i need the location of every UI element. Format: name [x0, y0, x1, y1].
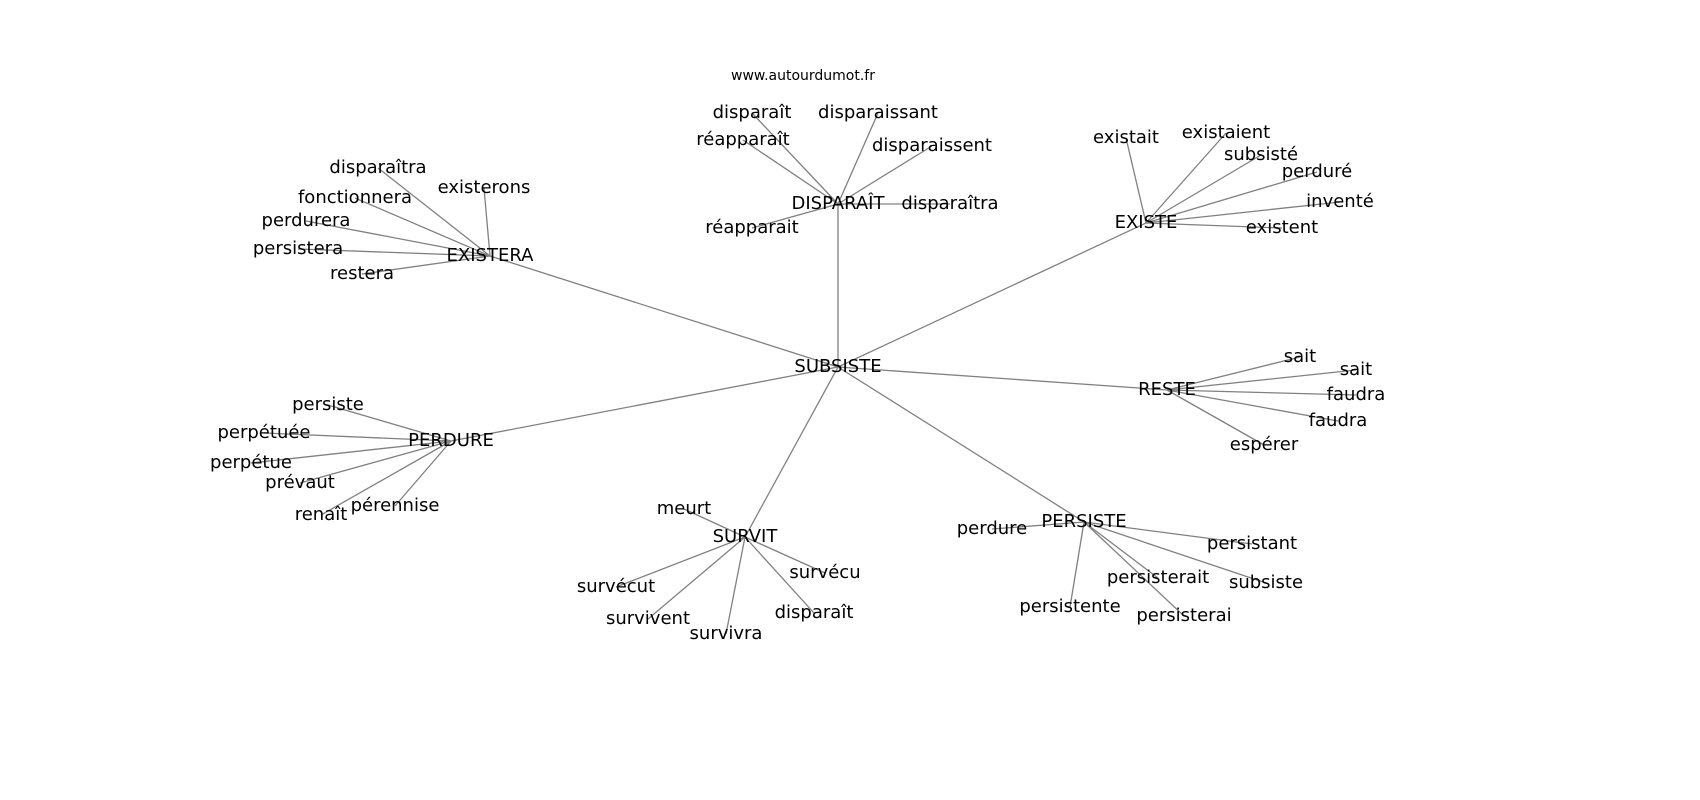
edge-hub-5 [744, 366, 839, 538]
edge-0-3 [837, 145, 933, 205]
edge-3-4 [1166, 389, 1265, 446]
leaf-node[interactable]: pérennise [351, 495, 440, 516]
leaf-node[interactable]: réapparaît [696, 129, 789, 150]
edge-2-0 [377, 167, 491, 257]
leaf-node[interactable]: persisterait [1107, 567, 1209, 588]
leaf-node[interactable]: persistant [1207, 533, 1297, 554]
edge-2-3 [305, 220, 491, 257]
leaf-node[interactable]: disparaissant [818, 102, 938, 123]
edge-1-5 [1145, 222, 1283, 229]
edge-1-0 [1125, 137, 1147, 224]
cluster-node[interactable]: PERSISTE [1041, 511, 1126, 532]
edge-5-1 [615, 536, 746, 588]
edge-5-2 [647, 536, 746, 620]
edge-hub-6 [837, 366, 1085, 523]
leaf-node[interactable]: survivent [606, 608, 690, 629]
leaf-node[interactable]: prévaut [265, 472, 335, 493]
leaf-node[interactable]: persistente [1019, 596, 1120, 617]
center-node[interactable]: SUBSISTE [794, 356, 881, 377]
cluster-node[interactable]: PERDURE [408, 430, 494, 451]
edge-5-3 [725, 536, 746, 635]
leaf-node[interactable]: persisterai [1136, 605, 1231, 626]
edge-6-2 [1083, 521, 1159, 579]
leaf-node[interactable]: existerons [438, 177, 531, 198]
leaf-node[interactable]: perdure [957, 518, 1028, 539]
leaf-node[interactable]: disparaîtra [901, 193, 998, 214]
leaf-node[interactable]: perpétue [210, 452, 292, 473]
labels: SUBSISTE DISPARAÎT disparaît disparaissant r… [210, 102, 1385, 644]
leaf-node[interactable]: subsiste [1229, 572, 1303, 593]
edge-6-3 [1083, 521, 1267, 584]
cluster-node[interactable]: EXISTERA [447, 245, 535, 266]
leaf-node[interactable]: faudra [1327, 384, 1386, 405]
edge-0-5 [751, 203, 839, 229]
edge-hub-2 [489, 255, 839, 368]
edge-0-2 [742, 139, 839, 205]
leaf-node[interactable]: sait [1284, 346, 1316, 367]
edge-6-4 [1069, 521, 1085, 608]
edge-0-1 [837, 112, 879, 205]
edge-5-0 [683, 508, 746, 538]
edge-hub-3 [837, 366, 1168, 391]
leaf-node[interactable]: persistera [253, 238, 343, 259]
leaf-node[interactable]: persiste [292, 394, 364, 415]
leaf-node[interactable]: fonctionnera [298, 187, 412, 208]
cluster-node[interactable]: RESTE [1138, 379, 1196, 400]
edge-1-3 [1145, 171, 1318, 224]
edge-5-4 [744, 536, 815, 614]
edge-4-0 [327, 404, 452, 442]
leaf-node[interactable]: réapparait [705, 217, 798, 238]
edge-3-2 [1166, 389, 1357, 396]
leaf-node[interactable]: existent [1246, 217, 1318, 238]
leaf-node[interactable]: espérer [1230, 434, 1299, 455]
leaf-node[interactable]: survécu [789, 562, 860, 583]
edge-hub-4 [450, 366, 839, 442]
edge-hub-1 [837, 222, 1147, 368]
edge-4-4 [320, 440, 452, 516]
cluster-node[interactable]: SURVIT [713, 526, 779, 547]
edge-6-0 [991, 521, 1085, 530]
leaf-node[interactable]: existaient [1182, 122, 1270, 143]
leaf-node[interactable]: disparaissent [872, 135, 992, 156]
edge-6-5 [1083, 521, 1185, 617]
edge-1-1 [1145, 132, 1227, 224]
leaf-node[interactable]: renaît [295, 504, 348, 525]
edge-1-4 [1145, 201, 1341, 224]
leaf-node[interactable]: perduré [1282, 161, 1353, 182]
edge-2-4 [297, 248, 491, 257]
leaf-node[interactable]: disparaîtra [329, 157, 426, 178]
cluster-node[interactable]: DISPARAÎT [791, 192, 885, 214]
edge-1-2 [1145, 154, 1262, 224]
edge-0-0 [751, 112, 839, 205]
edge-2-2 [354, 197, 491, 257]
leaf-node[interactable]: survivra [690, 623, 763, 644]
edge-5-5 [744, 536, 826, 574]
leaf-node[interactable]: subsisté [1224, 144, 1298, 165]
leaf-node[interactable]: meurt [657, 498, 711, 519]
leaf-node[interactable]: inventé [1306, 191, 1374, 212]
leaf-node[interactable]: faudra [1309, 410, 1368, 431]
leaf-node[interactable]: disparaît [713, 102, 792, 123]
edge-4-2 [250, 440, 452, 464]
edge-3-3 [1166, 389, 1339, 422]
leaf-node[interactable]: perdurera [262, 210, 351, 231]
cluster-node[interactable]: EXISTE [1115, 212, 1178, 233]
leaf-node[interactable]: survécut [577, 576, 655, 597]
edge-4-3 [299, 440, 452, 484]
edge-3-1 [1166, 369, 1357, 391]
edge-6-1 [1083, 521, 1253, 545]
source-url: www.autourdumot.fr [731, 68, 875, 84]
edge-3-0 [1166, 356, 1301, 391]
edge-4-1 [263, 432, 452, 442]
leaf-node[interactable]: restera [330, 263, 394, 284]
leaf-node[interactable]: perpétuée [217, 422, 310, 443]
edge-2-1 [483, 187, 491, 257]
leaf-node[interactable]: disparaît [775, 602, 854, 623]
edge-2-5 [361, 255, 491, 275]
edge-4-5 [394, 440, 452, 507]
leaf-node[interactable]: existait [1093, 127, 1159, 148]
leaf-node[interactable]: sait [1340, 359, 1372, 380]
edges [250, 112, 1357, 635]
